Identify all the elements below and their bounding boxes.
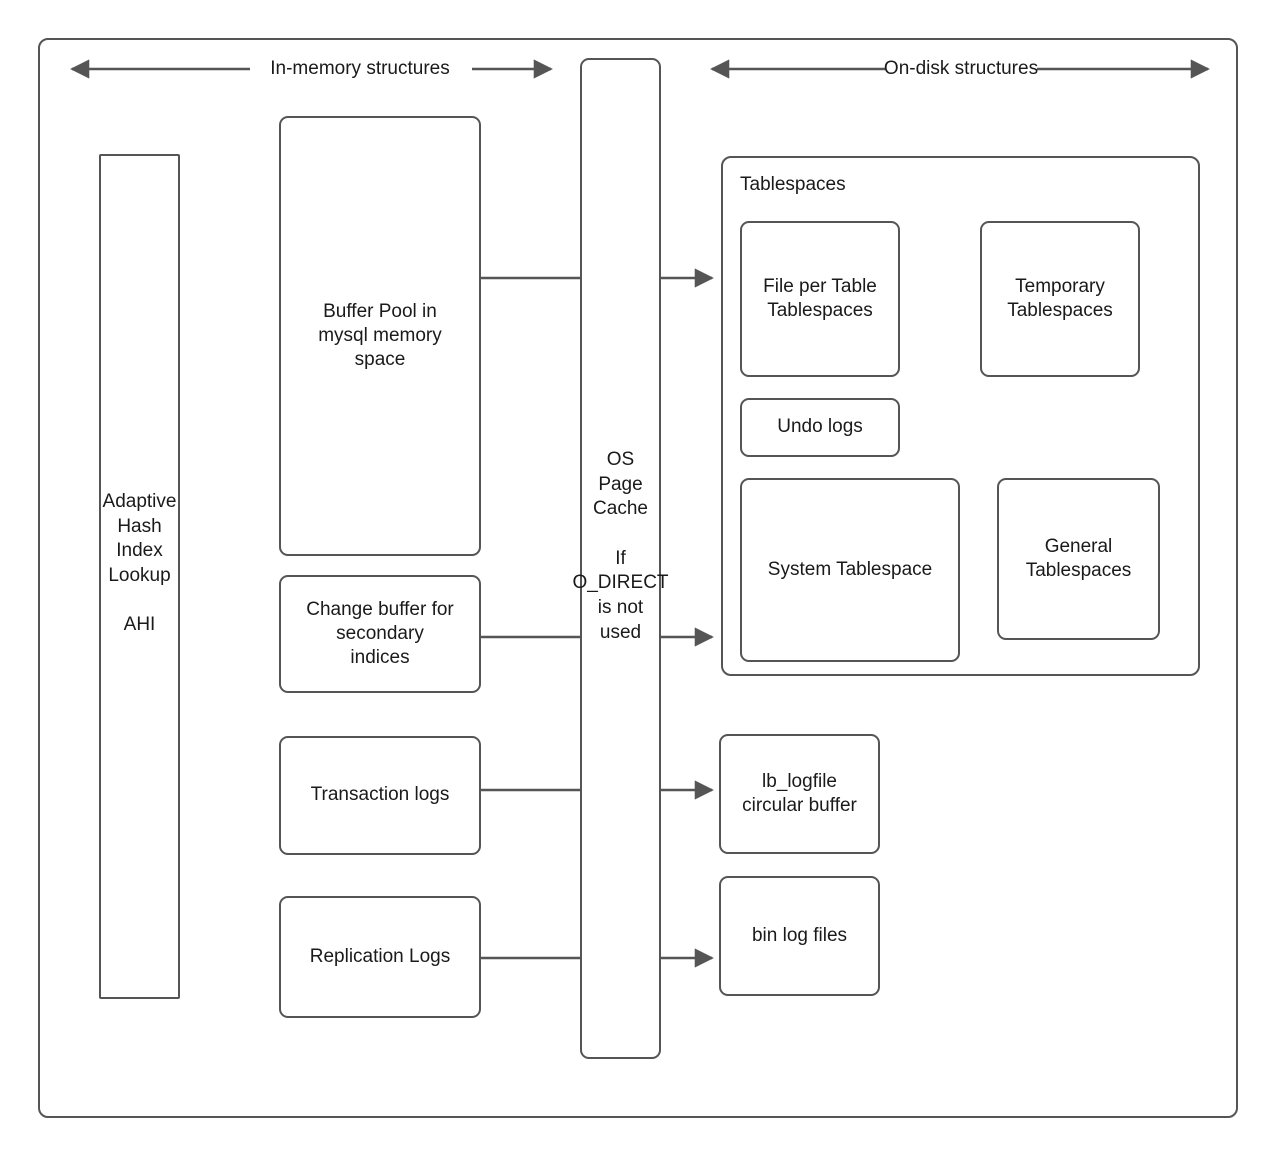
- group-tablespaces-title: Tablespaces: [740, 174, 846, 195]
- node-file-per-table-tablespaces[interactable]: File per Table Tablespaces: [740, 221, 900, 377]
- node-file-per-table-tablespaces-label: File per Table Tablespaces: [763, 275, 877, 321]
- node-change-buffer[interactable]: Change buffer for secondary indices: [279, 575, 481, 693]
- node-buffer-pool-label: Buffer Pool in mysql memory space: [318, 300, 442, 371]
- node-system-tablespace-label: System Tablespace: [767, 558, 933, 580]
- node-transaction-logs-label: Transaction logs: [310, 784, 450, 806]
- group-tablespaces: [721, 156, 1200, 676]
- node-system-tablespace[interactable]: System Tablespace: [740, 478, 960, 662]
- node-os-page-cache[interactable]: [580, 58, 661, 1059]
- node-bin-log-files-label: bin log files: [751, 924, 848, 946]
- node-ib-logfile-label: lb_logfile circular buffer: [742, 770, 857, 816]
- node-replication-logs-label: Replication Logs: [309, 945, 451, 967]
- node-adaptive-hash-index[interactable]: [99, 154, 180, 999]
- diagram-outer-frame: [38, 38, 1238, 1118]
- node-transaction-logs[interactable]: Transaction logs: [279, 736, 481, 855]
- node-undo-logs-label: Undo logs: [777, 416, 863, 438]
- node-replication-logs[interactable]: Replication Logs: [279, 896, 481, 1018]
- node-change-buffer-label: Change buffer for secondary indices: [306, 598, 454, 669]
- node-bin-log-files[interactable]: bin log files: [719, 876, 880, 996]
- node-undo-logs[interactable]: Undo logs: [740, 398, 900, 457]
- node-temporary-tablespaces-label: Temporary Tablespaces: [1007, 275, 1113, 321]
- node-buffer-pool[interactable]: Buffer Pool in mysql memory space: [279, 116, 481, 556]
- band-label-on-disk: On-disk structures: [883, 58, 1039, 79]
- node-ib-logfile[interactable]: lb_logfile circular buffer: [719, 734, 880, 854]
- node-general-tablespaces[interactable]: General Tablespaces: [997, 478, 1160, 640]
- node-temporary-tablespaces[interactable]: Temporary Tablespaces: [980, 221, 1140, 377]
- band-label-in-memory: In-memory structures: [270, 58, 450, 79]
- node-general-tablespaces-label: General Tablespaces: [1025, 535, 1132, 581]
